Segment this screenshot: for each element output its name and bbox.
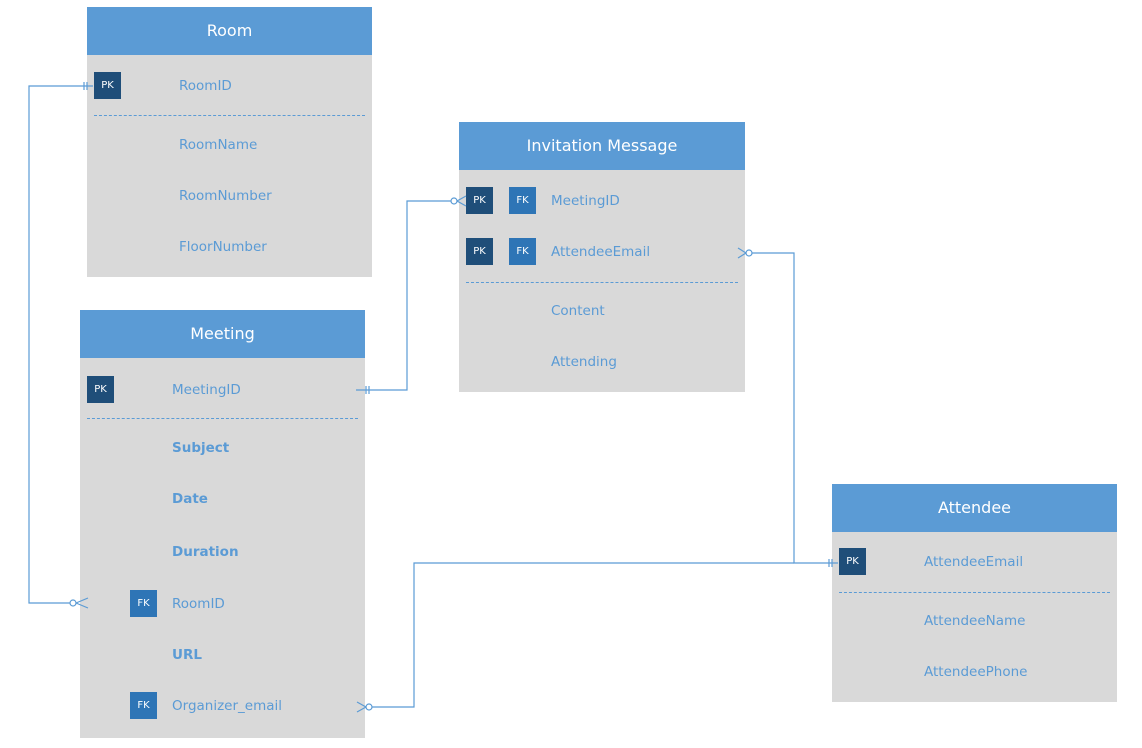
meeting-attr-organizer-email: Organizer_email xyxy=(172,698,283,714)
invitation-attr-attendeeemail: AttendeeEmail xyxy=(551,244,651,260)
entity-invitation-title: Invitation Message xyxy=(459,122,745,170)
pk-divider xyxy=(87,418,358,419)
attendee-attr-row: AttendeeName xyxy=(832,607,1117,635)
invitation-attr-row: Content xyxy=(459,297,745,325)
invitation-attr-attending: Attending xyxy=(551,354,617,370)
pk-badge: PK xyxy=(94,72,121,99)
entity-room-title: Room xyxy=(87,7,372,55)
room-attr-row: RoomNumber xyxy=(87,182,372,210)
entity-invitation-message[interactable]: Invitation Message PK FK MeetingID PK FK… xyxy=(459,122,745,392)
meeting-attr-url: URL xyxy=(172,647,202,663)
meeting-attr-meetingid: MeetingID xyxy=(172,382,241,398)
meeting-attr-row: Duration xyxy=(80,538,365,566)
meeting-attr-subject: Subject xyxy=(172,440,230,456)
meeting-attr-organizer-row: FK Organizer_email xyxy=(80,692,365,720)
relation-room-meeting xyxy=(28,82,93,609)
attendee-attr-attendeephone: AttendeePhone xyxy=(924,664,1028,680)
room-attr-row: RoomName xyxy=(87,131,372,159)
invitation-attr-meetingid: MeetingID xyxy=(551,193,620,209)
meeting-attr-date: Date xyxy=(172,491,208,507)
pk-badge: PK xyxy=(466,187,493,214)
room-attr-roomid: RoomID xyxy=(179,78,232,94)
pk-divider xyxy=(839,592,1110,593)
invitation-attr-meetingid-row: PK FK MeetingID xyxy=(459,187,745,215)
pk-badge: PK xyxy=(87,376,114,403)
relation-attendee-invitation xyxy=(737,247,838,567)
pk-badge: PK xyxy=(839,548,866,575)
invitation-attr-attendeeemail-row: PK FK AttendeeEmail xyxy=(459,238,745,266)
fk-badge: FK xyxy=(130,692,157,719)
meeting-attr-roomid-row: FK RoomID xyxy=(80,590,365,618)
invitation-attr-content: Content xyxy=(551,303,605,319)
meeting-attr-row: URL xyxy=(80,641,365,669)
pk-divider xyxy=(94,115,365,116)
room-attr-row: FloorNumber xyxy=(87,233,372,261)
entity-attendee[interactable]: Attendee PK AttendeeEmail AttendeeName A… xyxy=(832,484,1117,702)
invitation-attr-row: Attending xyxy=(459,348,745,376)
meeting-attr-meetingid-row: PK MeetingID xyxy=(80,376,365,404)
attendee-attr-email-row: PK AttendeeEmail xyxy=(832,548,1117,576)
entity-room[interactable]: Room PK RoomID RoomName RoomNumber Floor… xyxy=(87,7,372,277)
attendee-attr-row: AttendeePhone xyxy=(832,658,1117,686)
meeting-attr-row: Date xyxy=(80,485,365,513)
attendee-attr-attendeeemail: AttendeeEmail xyxy=(924,554,1024,570)
meeting-attr-duration: Duration xyxy=(172,544,239,560)
fk-badge: FK xyxy=(509,187,536,214)
room-attr-floornumber: FloorNumber xyxy=(179,239,267,255)
meeting-attr-row: Subject xyxy=(80,434,365,462)
meeting-attr-roomid: RoomID xyxy=(172,596,225,612)
entity-meeting-title: Meeting xyxy=(80,310,365,358)
room-attr-roomname: RoomName xyxy=(179,137,258,153)
relation-attendee-meeting xyxy=(356,562,794,713)
entity-attendee-title: Attendee xyxy=(832,484,1117,532)
pk-divider xyxy=(466,282,738,283)
room-attr-roomnumber: RoomNumber xyxy=(179,188,272,204)
fk-badge: FK xyxy=(509,238,536,265)
entity-meeting[interactable]: Meeting PK MeetingID Subject Date Durati… xyxy=(80,310,365,738)
fk-badge: FK xyxy=(130,590,157,617)
relation-meeting-invitation xyxy=(356,195,467,394)
room-attr-roomid-row: PK RoomID xyxy=(87,72,372,100)
pk-badge: PK xyxy=(466,238,493,265)
attendee-attr-attendeename: AttendeeName xyxy=(924,613,1026,629)
